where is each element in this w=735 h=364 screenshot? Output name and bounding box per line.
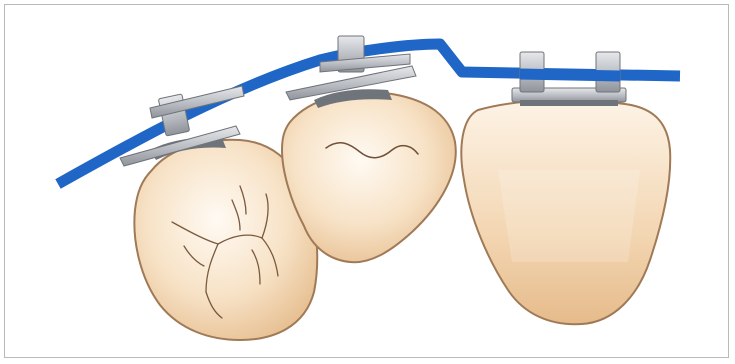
tooth-right [461,100,670,324]
bracket-right-pad [520,100,618,106]
tooth-right-highlight [498,170,640,262]
archwire-slot-segment [520,74,620,76]
